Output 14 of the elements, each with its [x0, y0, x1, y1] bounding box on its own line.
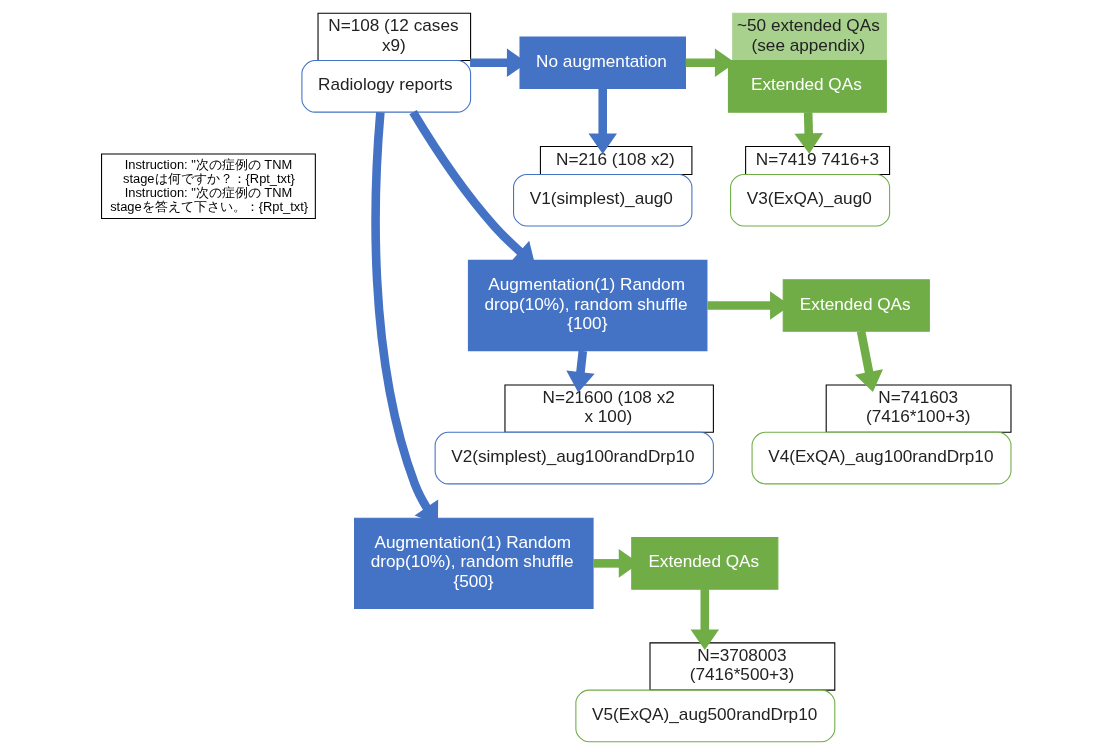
- node-label: N=3708003 (7416*500+3): [689, 644, 794, 684]
- node-label: N=741603 (7416*100+3): [865, 386, 971, 426]
- arrow: [793, 111, 823, 154]
- node-label: N=216 (108 x2): [555, 148, 675, 169]
- arrow: [690, 588, 719, 650]
- arrow: [685, 47, 735, 77]
- node-label: N=7419 7416+3: [755, 148, 879, 169]
- node-label: N=21600 (108 x2 x 100): [542, 386, 675, 426]
- arrow: [854, 330, 883, 392]
- node-label: ~50 extended QAs (see appendix): [736, 14, 880, 55]
- arrow: [565, 349, 595, 392]
- label: Instruction: "次の症例の TNM stageは何ですか？：{Rpt_txt} Instruction: "次の症例の TNM stageを答えて下さい。：{Rpt_txt}: [109, 156, 308, 214]
- arrow: [587, 88, 617, 154]
- node-label: N=108 (12 cases x9): [327, 14, 459, 55]
